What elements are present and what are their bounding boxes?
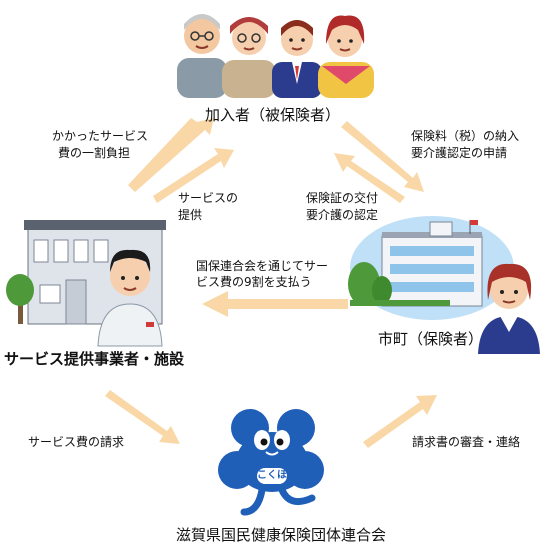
claim-label: サービス費の請求 — [28, 435, 125, 449]
premium-label-line1: 保険料（税）の納入 — [411, 129, 520, 143]
arrow-certification — [334, 153, 405, 203]
payment-label-line2: ビス費の9割を支払う — [196, 275, 312, 289]
copay-label-line1: かかったサービス — [52, 129, 149, 143]
municipality-label: 市町（保険者） — [378, 330, 484, 348]
copay-label-line2: 費の一割負担 — [58, 146, 131, 160]
service-label-line1: サービスの — [178, 191, 239, 205]
kokuho-mascot-illustration — [218, 409, 324, 516]
federation-label: 滋賀県国民健康保険団体連合会 — [176, 526, 387, 544]
certification-label-line2: 要介護の認定 — [306, 208, 379, 222]
arrow-copay — [128, 118, 214, 192]
arrow-payment — [202, 291, 348, 317]
municipality-illustration — [348, 216, 540, 354]
review-label: 請求書の審査・連絡 — [412, 435, 521, 449]
premium-label-line2: 要介護認定の申請 — [411, 146, 508, 160]
payment-label-line1: 国保連合会を通じてサー — [196, 259, 329, 273]
arrow-claim — [105, 390, 180, 444]
mascot-badge-text: こくほ — [257, 468, 287, 484]
arrow-review — [363, 395, 437, 448]
arrow-premium — [341, 121, 424, 192]
members-illustration — [177, 14, 374, 98]
members-label: 加入者（被保険者） — [205, 106, 341, 124]
service-label-line2: 提供 — [178, 208, 203, 222]
arrow-service-provision — [153, 148, 234, 203]
provider-label: サービス提供事業者・施設 — [4, 350, 185, 368]
provider-illustration — [6, 220, 166, 347]
certification-label-line1: 保険証の交付 — [306, 191, 379, 205]
